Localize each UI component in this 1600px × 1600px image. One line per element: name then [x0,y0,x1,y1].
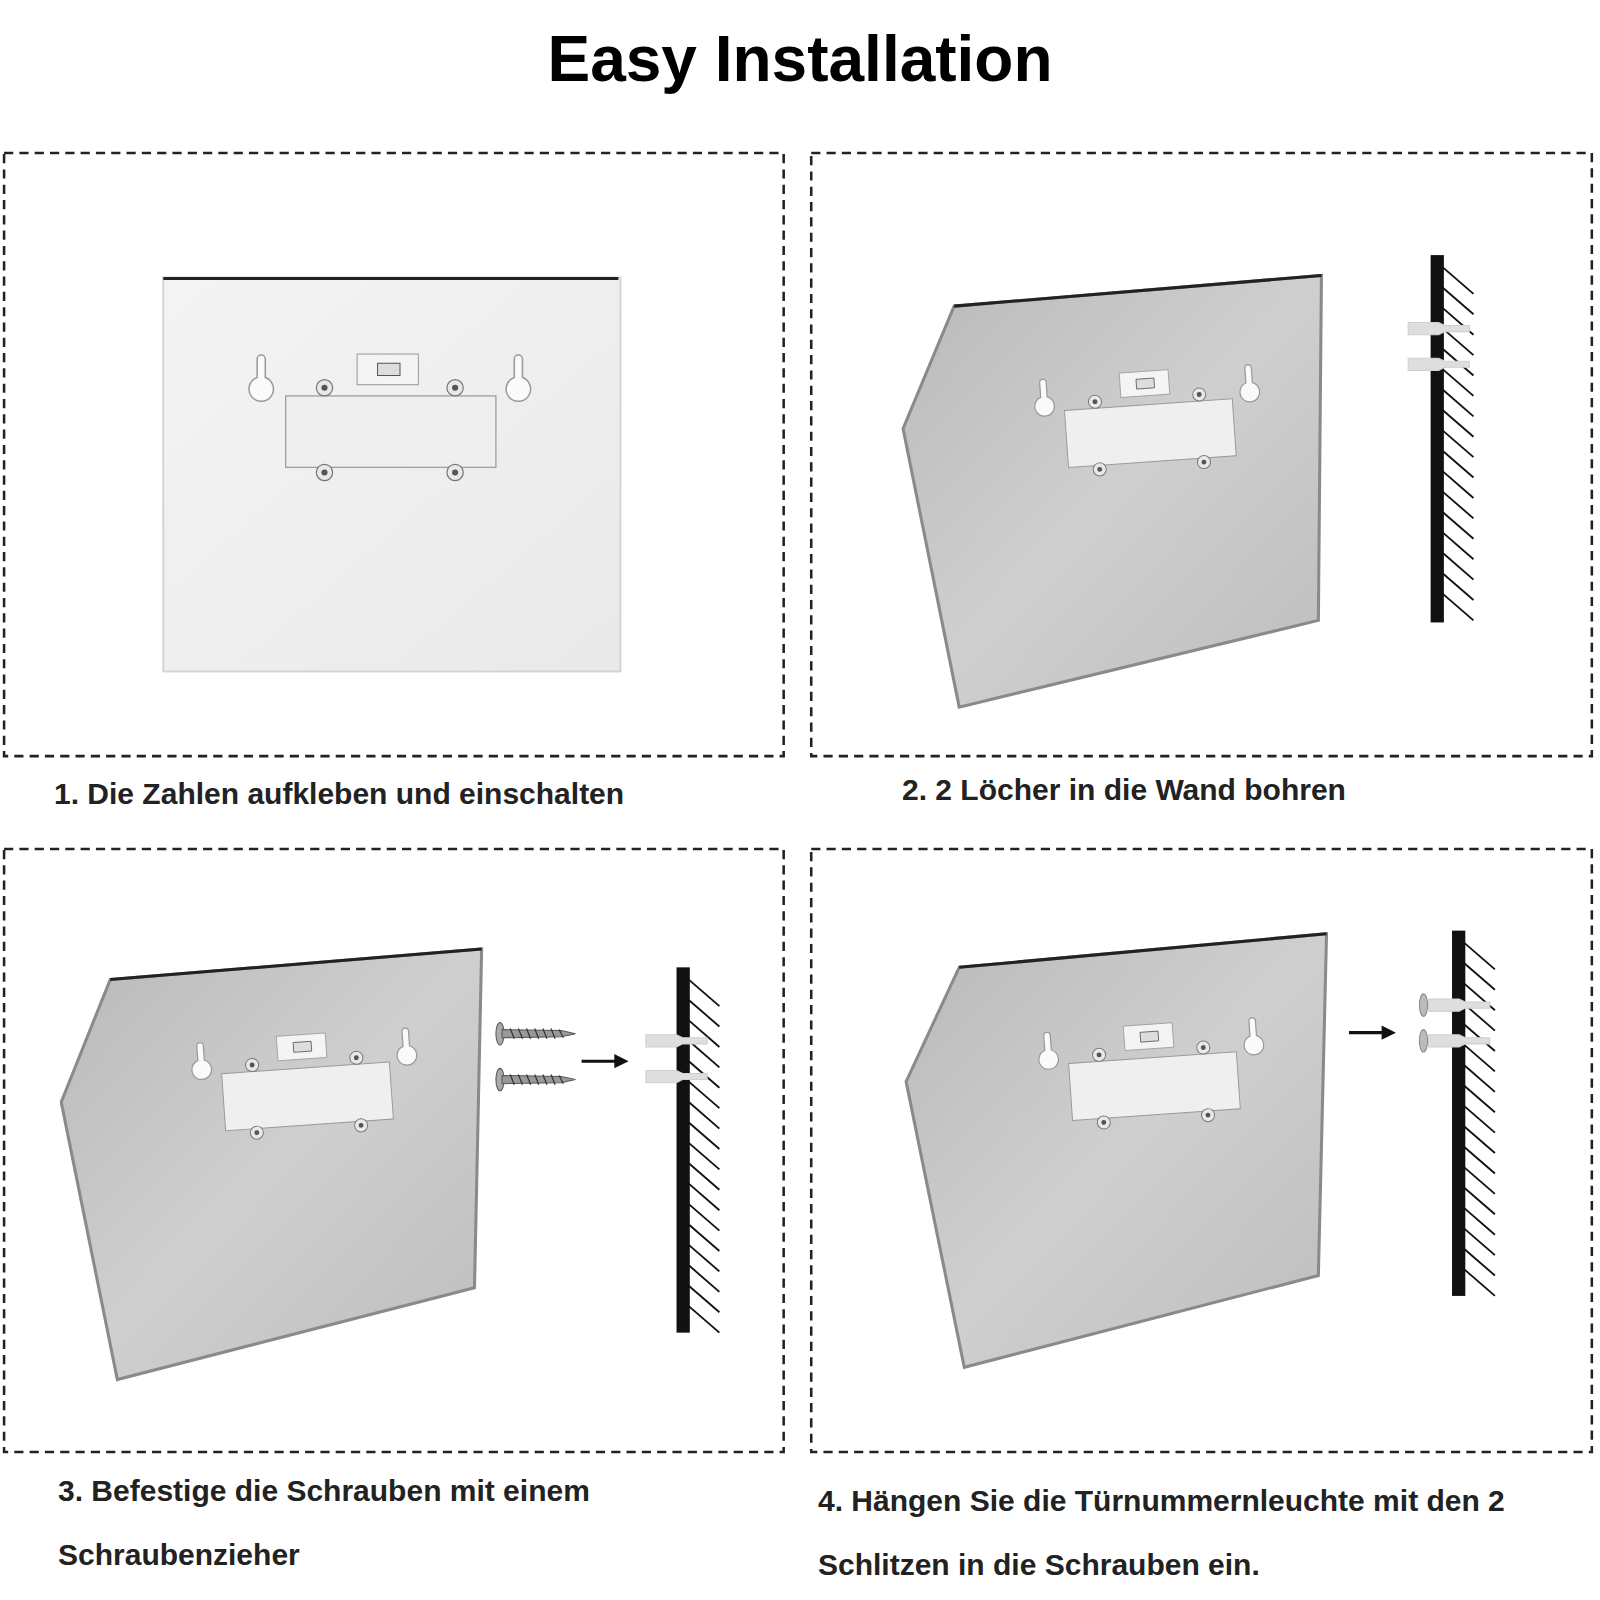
wall-hatching [1464,1127,1495,1154]
wall-hatching [689,1102,720,1129]
wall-hatching [1464,1147,1495,1174]
wall-hatching [1443,492,1474,519]
wall-hatching [1443,533,1474,560]
wall-hatching [1464,1167,1495,1194]
diagram-title: Easy Installation [0,22,1600,96]
wall-hatching [689,980,720,1007]
wall-hatching [1464,1208,1495,1235]
wall-hatching [689,1306,720,1333]
wall-hatching [1464,1188,1495,1215]
wall-hatching [1443,431,1474,458]
wall-hatching [689,1184,720,1211]
wall-hatching [1464,943,1495,970]
step-caption: 3. Befestige die Schrauben mit einem Sch… [58,1459,758,1587]
wall-hatching [1443,451,1474,478]
wall-hatching [689,1204,720,1231]
wall-hatching [689,1163,720,1190]
wall-hatching [689,1000,720,1027]
wall-hatching [1464,963,1495,990]
wall-hatching [1464,1065,1495,1092]
wall-hatching [689,1122,720,1149]
wall-hatching [689,1082,720,1109]
wall-hatching [689,1286,720,1313]
wall-hatching [689,1245,720,1272]
wall-hatching [1464,1086,1495,1113]
wall-hatching [1464,1045,1495,1072]
wall-hatching [1443,410,1474,437]
wall-hatching [689,1265,720,1292]
wall-hatching [1443,512,1474,539]
wall-hatching [1464,1229,1495,1256]
wall-hatching [1443,329,1474,356]
wall-hatching [1443,573,1474,600]
wall-hatching [1464,1249,1495,1276]
step-caption: 1. Die Zahlen aufkleben und einschalten [54,762,784,826]
wall-hatching [689,1143,720,1170]
wall-hatching [1443,390,1474,417]
wall-hatching [1443,288,1474,315]
wall-hatching [1464,1106,1495,1133]
wall-hatching [1443,471,1474,498]
step-caption: 4. Hängen Sie die Türnummernleuchte mit … [818,1469,1596,1597]
wall-hatching [689,1041,720,1068]
wall-hatching [1464,1269,1495,1296]
step-caption: 2. 2 Löcher in die Wand bohren [902,758,1582,822]
wall-hatching [1443,267,1474,294]
wall-hatching [1443,369,1474,396]
wall-hatching [1443,553,1474,580]
wall-hatching [689,1224,720,1251]
wall-hatching [1443,594,1474,621]
